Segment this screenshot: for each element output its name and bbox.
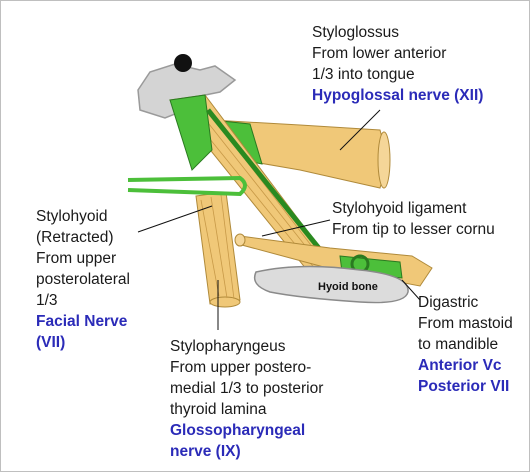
digastric-label: Digastric From mastoid to mandible Anter… [418,292,513,397]
stylohyoid-ligament-label: Stylohyoid ligament From tip to lesser c… [332,198,495,240]
stylohyoid-label: Stylohyoid (Retracted) From upper poster… [36,206,130,353]
hypoglossal-nerve: Hypoglossal nerve (XII) [312,85,483,106]
stylohyoid-origin-green [170,95,212,170]
facial-nerve: Facial Nerve [36,311,130,332]
styloglossus-end [378,132,390,188]
mastoid-marker [174,54,192,72]
stylopharyngeus-label: Stylopharyngeus From upper postero- medi… [170,336,323,462]
glossopharyngeal-nerve: Glossopharyngeal [170,420,323,441]
retracted-stylohyoid-loop [128,178,245,194]
styloglossus-label: Styloglossus From lower anterior 1/3 int… [312,22,483,106]
hyoid-bone-label: Hyoid bone [318,281,378,293]
